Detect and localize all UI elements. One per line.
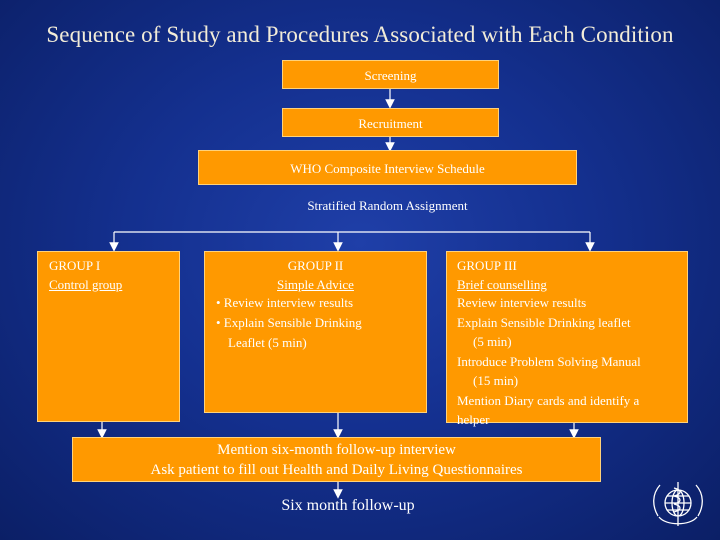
who-interview-box: WHO Composite Interview Schedule <box>198 150 577 185</box>
group-1-box: GROUP I Control group <box>37 251 180 422</box>
group-3-line: helper <box>457 412 490 427</box>
group-3-line: (15 min) <box>473 373 519 388</box>
followup-instructions-box: Mention six-month follow-up interview As… <box>72 437 601 482</box>
group-3-line: Explain Sensible Drinking leaflet <box>457 314 631 330</box>
group-1-title: GROUP I <box>49 258 101 273</box>
recruitment-box: Recruitment <box>282 108 499 137</box>
group-2-title: GROUP II <box>287 258 344 273</box>
group-2-line: • Explain Sensible Drinking <box>216 315 362 330</box>
group-2-subtitle: Simple Advice <box>277 277 354 292</box>
group-3-line: Introduce Problem Solving Manual <box>457 353 641 369</box>
group-3-title: GROUP III <box>457 258 517 273</box>
group-1-subtitle: Control group <box>49 277 123 292</box>
page-title: Sequence of Study and Procedures Associa… <box>46 22 674 47</box>
group-3-line: Review interview results <box>457 295 587 310</box>
group-2-box: GROUP II Simple Advice • Review intervie… <box>204 251 427 413</box>
followup-line-1: Mention six-month follow-up interview <box>217 442 456 458</box>
group-2-line: • Review interview results <box>216 295 354 310</box>
screening-box: Screening <box>282 60 499 89</box>
six-month-followup-label: Six month follow-up <box>281 497 415 514</box>
stratified-assignment-label: Stratified Random Assignment <box>307 198 468 213</box>
group-3-line: (5 min) <box>473 334 512 349</box>
group-3-box: GROUP III Brief counselling Review inter… <box>446 251 688 427</box>
followup-line-2: Ask patient to fill out Health and Daily… <box>150 462 523 478</box>
who-emblem-icon <box>653 482 703 526</box>
group-2-line: Leaflet (5 min) <box>228 335 307 350</box>
group-3-line: Mention Diary cards and identify a <box>457 392 640 408</box>
group-3-subtitle: Brief counselling <box>457 277 547 292</box>
